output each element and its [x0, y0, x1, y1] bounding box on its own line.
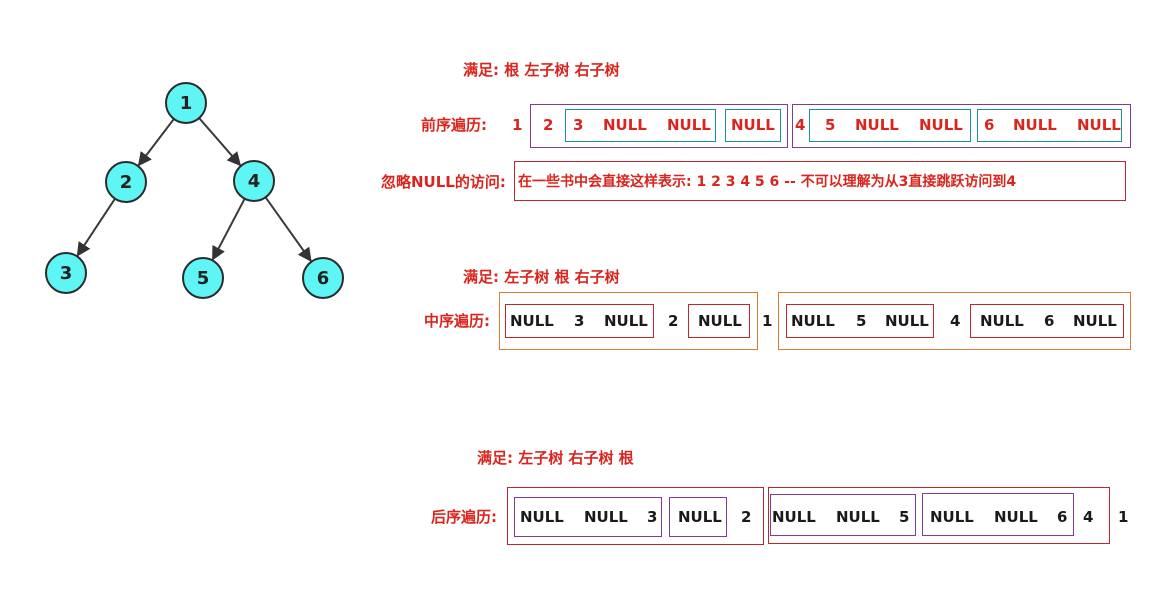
inorder-token: 5 [856, 312, 867, 330]
tree-node-5: 5 [182, 257, 224, 299]
preorder-token: 2 [543, 116, 554, 134]
inorder-node5-box [786, 304, 934, 338]
postorder-token: NULL [772, 508, 816, 526]
tree-node-3: 3 [45, 252, 87, 294]
tree-node-label: 2 [120, 172, 133, 193]
inorder-token: 3 [574, 312, 585, 330]
preorder-right-subtree-box [792, 104, 1131, 148]
tree-edge-2-3 [76, 198, 116, 257]
preorder-token: 4 [795, 116, 806, 134]
inorder-token: 4 [950, 312, 961, 330]
preorder-token: 1 [512, 116, 523, 134]
inorder-left-subtree-box [499, 292, 758, 350]
tree-edge-1-4 [198, 117, 242, 167]
inorder-label: 中序遍历: [424, 312, 490, 330]
postorder-token: NULL [930, 508, 974, 526]
preorder-node2-right-null-box [725, 109, 781, 142]
postorder-token: NULL [584, 508, 628, 526]
postorder-node5-box [770, 494, 916, 536]
preorder-left-subtree-box [530, 104, 788, 148]
tree-edge-1-2 [137, 118, 175, 167]
tree-edge-4-6 [264, 196, 312, 263]
inorder-token: NULL [791, 312, 835, 330]
inorder-token: NULL [510, 312, 554, 330]
tree-edges [76, 117, 312, 263]
preorder-rule: 满足: 根 左子树 右子树 [463, 61, 620, 79]
preorder-node3-box [565, 109, 716, 142]
tree-node-circle [233, 160, 275, 202]
postorder-rule: 满足: 左子树 右子树 根 [477, 449, 634, 467]
postorder-node2-right-null-box [669, 497, 727, 537]
tree-node-circle [105, 161, 147, 203]
tree-node-2: 2 [105, 161, 147, 203]
postorder-token: NULL [836, 508, 880, 526]
postorder-left-subtree-box [507, 487, 764, 545]
tree-node-label: 3 [60, 263, 73, 284]
postorder-token: 1 [1118, 508, 1129, 526]
inorder-token: NULL [1073, 312, 1117, 330]
postorder-label: 后序遍历: [431, 508, 497, 526]
preorder-token: NULL [1013, 116, 1057, 134]
preorder-label: 前序遍历: [421, 116, 487, 134]
tree-node-circle [45, 252, 87, 294]
tree-node-6: 6 [302, 257, 344, 299]
postorder-node3-box [514, 497, 662, 537]
tree-edge-4-5 [211, 198, 246, 261]
preorder-token: NULL [603, 116, 647, 134]
binary-tree-diagram: 1 2 4 3 5 6 [45, 82, 344, 299]
tree-node-label: 5 [197, 268, 210, 289]
postorder-token: NULL [678, 508, 722, 526]
postorder-token: 3 [647, 508, 658, 526]
preorder-node6-box [977, 109, 1122, 142]
preorder-token: NULL [1077, 116, 1121, 134]
tree-nodes: 1 2 4 3 5 6 [45, 82, 344, 299]
preorder-token: NULL [919, 116, 963, 134]
inorder-token: NULL [885, 312, 929, 330]
tree-node-label: 4 [248, 171, 261, 192]
inorder-token: NULL [980, 312, 1024, 330]
tree-node-label: 1 [180, 93, 193, 114]
ignore-null-text: 在一些书中会直接这样表示: 1 2 3 4 5 6 -- 不可以理解为从3直接跳… [518, 174, 1017, 190]
postorder-right-subtree-box [768, 487, 1110, 544]
postorder-token: 6 [1057, 508, 1068, 526]
postorder-token: 2 [741, 508, 752, 526]
postorder-token: 5 [899, 508, 910, 526]
preorder-token: 3 [573, 116, 584, 134]
inorder-right-subtree-box [778, 292, 1131, 350]
preorder-token: 5 [825, 116, 836, 134]
inorder-node3-box [505, 304, 654, 338]
postorder-token: NULL [994, 508, 1038, 526]
inorder-token: NULL [604, 312, 648, 330]
tree-node-circle [182, 257, 224, 299]
preorder-token: NULL [731, 116, 775, 134]
tree-node-1: 1 [165, 82, 207, 124]
preorder-token: NULL [855, 116, 899, 134]
tree-node-circle [302, 257, 344, 299]
postorder-token: NULL [520, 508, 564, 526]
inorder-token: NULL [698, 312, 742, 330]
preorder-node5-box [809, 109, 971, 142]
postorder-node6-box [922, 493, 1074, 536]
preorder-token: NULL [667, 116, 711, 134]
ignore-null-label: 忽略NULL的访问: [381, 173, 506, 191]
inorder-rule: 满足: 左子树 根 右子树 [463, 268, 620, 286]
tree-node-4: 4 [233, 160, 275, 202]
tree-node-circle [165, 82, 207, 124]
tree-node-label: 6 [317, 268, 330, 289]
inorder-node6-box [970, 304, 1124, 338]
inorder-token: 6 [1044, 312, 1055, 330]
inorder-token: 2 [668, 312, 679, 330]
inorder-token: 1 [762, 312, 773, 330]
postorder-token: 4 [1083, 508, 1094, 526]
ignore-null-box [514, 161, 1126, 201]
inorder-node2-right-null-box [688, 304, 750, 338]
preorder-token: 6 [984, 116, 995, 134]
